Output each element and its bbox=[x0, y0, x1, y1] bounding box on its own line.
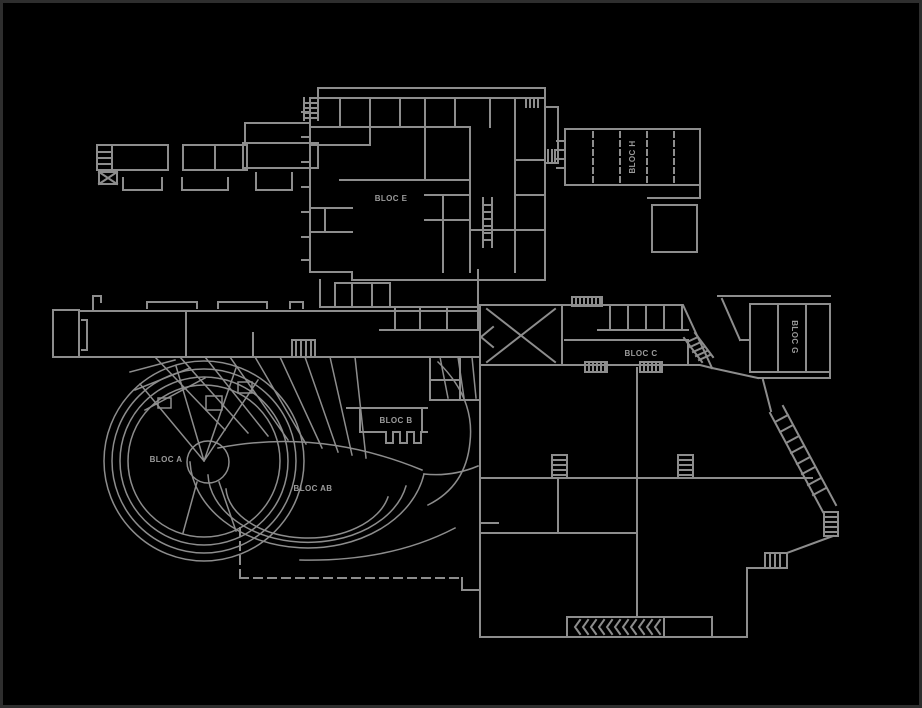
foyer-fan-lines bbox=[129, 355, 479, 561]
bloc-b-label: BLOC B bbox=[379, 416, 412, 425]
plan-labels: BLOC E BLOC H BLOC C BLOC G BLOC B BLOC … bbox=[150, 140, 799, 493]
bloc-ab-label: BLOC AB bbox=[294, 484, 333, 493]
bloc-e-label: BLOC E bbox=[375, 194, 408, 203]
central-corridor bbox=[52, 295, 481, 358]
bloc-h-label: BLOC H bbox=[628, 140, 637, 173]
bloc-g-building bbox=[710, 295, 831, 380]
bloc-e-building bbox=[301, 87, 559, 331]
bloc-c-building bbox=[479, 296, 715, 373]
bloc-a-building bbox=[103, 360, 305, 562]
plan-linework bbox=[52, 87, 839, 638]
ramp-chevron-strip bbox=[566, 616, 665, 638]
bloc-h-building bbox=[556, 128, 701, 199]
southeast-yard bbox=[479, 304, 839, 638]
detached-square-room bbox=[651, 204, 698, 253]
bloc-ab-building bbox=[189, 440, 425, 549]
northwest-buildings bbox=[96, 122, 319, 191]
bloc-g-label: BLOC G bbox=[790, 320, 799, 354]
bloc-a-label: BLOC A bbox=[150, 455, 183, 464]
dashed-boundary bbox=[239, 527, 481, 591]
bloc-c-label: BLOC C bbox=[624, 349, 657, 358]
